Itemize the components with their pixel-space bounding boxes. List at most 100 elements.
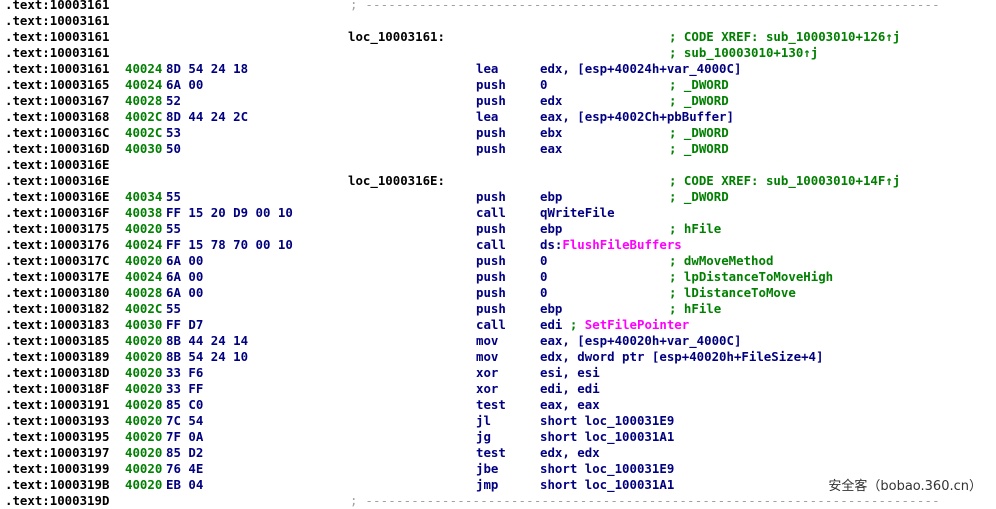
instruction-operands[interactable]: edi ; SetFilePointer [540, 317, 689, 333]
comment[interactable]: ; _DWORD [669, 141, 729, 156]
comment[interactable]: ; hFile [669, 221, 722, 236]
operand-text[interactable]: 0 [540, 285, 548, 300]
instruction-operands[interactable]: edi, edi [540, 381, 600, 397]
operand-text[interactable]: 0 [540, 77, 548, 92]
comment[interactable]: ; lDistanceToMove [669, 285, 796, 300]
instruction-operands[interactable]: 0 [540, 269, 547, 285]
instruction-mnemonic[interactable]: push [476, 77, 506, 92]
operand-text[interactable]: ebp [540, 301, 563, 316]
instruction-mnemonic[interactable]: call [476, 317, 506, 332]
operand-text[interactable]: edx, dword ptr [esp+40020h+FileSize+4] [540, 349, 824, 364]
instruction-operands[interactable]: ebx [540, 125, 562, 141]
listing-row[interactable]: .text:1000319D; ------------------------… [5, 493, 985, 509]
instruction-mnemonic[interactable]: jmp [476, 477, 499, 492]
instruction-mnemonic[interactable]: lea [476, 61, 499, 76]
instruction-mnemonic[interactable]: push [476, 269, 506, 284]
instruction-mnemonic[interactable]: jg [476, 429, 491, 444]
instruction-mnemonic[interactable]: push [476, 253, 506, 268]
instruction-mnemonic[interactable]: xor [476, 381, 499, 396]
listing-row[interactable]: .text:10003161 [5, 13, 985, 29]
listing-row[interactable]: .text:1000316E [5, 157, 985, 173]
comment[interactable]: ; _DWORD [669, 93, 729, 108]
operand-text[interactable]: short loc_100031E9 [540, 413, 675, 428]
instruction-mnemonic[interactable]: push [476, 125, 506, 140]
instruction-mnemonic[interactable]: jl [476, 413, 491, 428]
operand-text[interactable]: edi [540, 317, 563, 332]
operand-text[interactable]: short loc_100031A1 [540, 477, 675, 492]
comment[interactable]: ; hFile [669, 301, 722, 316]
comment[interactable]: ; _DWORD [669, 189, 729, 204]
instruction-mnemonic[interactable]: lea [476, 109, 499, 124]
operand-text[interactable]: edx [540, 93, 563, 108]
operand-text[interactable]: eax [540, 141, 563, 156]
instruction-operands[interactable]: qWriteFile [540, 205, 615, 221]
comment[interactable]: ; CODE XREF: sub_10003010+14F↑j [669, 173, 901, 188]
operand-text[interactable]: 0 [540, 269, 548, 284]
comment[interactable]: ; _DWORD [669, 77, 729, 92]
operand-text[interactable]: eax, [esp+4002Ch+pbBuffer] [540, 109, 734, 124]
operand-text[interactable]: short loc_100031A1 [540, 429, 675, 444]
api-function-name[interactable]: SetFilePointer [584, 317, 690, 332]
operand-text[interactable]: short loc_100031E9 [540, 461, 675, 476]
comment[interactable]: ; CODE XREF: sub_10003010+126↑j [669, 29, 901, 44]
instruction-mnemonic[interactable]: call [476, 205, 506, 220]
instruction-mnemonic[interactable]: test [476, 445, 506, 460]
instruction-operands[interactable]: eax, [esp+40020h+var_4000C] [540, 333, 741, 349]
listing-row[interactable]: .text:10003161; ------------------------… [5, 0, 985, 13]
instruction-mnemonic[interactable]: push [476, 93, 506, 108]
operand-text[interactable]: ebp [540, 189, 563, 204]
instruction-operands[interactable]: eax [540, 141, 562, 157]
instruction-operands[interactable]: ebp [540, 301, 562, 317]
instruction-mnemonic[interactable]: call [476, 237, 506, 252]
instruction-mnemonic[interactable]: jbe [476, 461, 499, 476]
instruction-operands[interactable]: 0 [540, 77, 547, 93]
operand-text[interactable]: qWriteFile [540, 205, 615, 220]
listing-row[interactable]: .text:10003161; sub_10003010+130↑j [5, 45, 985, 61]
operand-text[interactable]: eax, [esp+40020h+var_4000C] [540, 333, 742, 348]
instruction-operands[interactable]: ds:FlushFileBuffers [540, 237, 682, 253]
instruction-mnemonic[interactable]: push [476, 189, 506, 204]
api-function-name[interactable]: FlushFileBuffers [562, 237, 682, 252]
operand-text[interactable]: 0 [540, 253, 548, 268]
operand-text[interactable]: edx, edx [540, 445, 600, 460]
operand-text[interactable]: edi, edi [540, 381, 600, 396]
operand-text[interactable]: esi, esi [540, 365, 600, 380]
instruction-operands[interactable]: 0 [540, 285, 547, 301]
comment[interactable]: ; _DWORD [669, 125, 729, 140]
instruction-mnemonic[interactable]: xor [476, 365, 499, 380]
instruction-operands[interactable]: short loc_100031A1 [540, 477, 674, 493]
instruction-operands[interactable]: esi, esi [540, 365, 600, 381]
instruction-operands[interactable]: edx [540, 93, 562, 109]
instruction-operands[interactable]: eax, [esp+4002Ch+pbBuffer] [540, 109, 734, 125]
code-label[interactable]: loc_1000316E: [348, 173, 445, 188]
operand-text[interactable]: eax, eax [540, 397, 600, 412]
instruction-mnemonic[interactable]: test [476, 397, 506, 412]
instruction-operands[interactable]: ebp [540, 221, 562, 237]
instruction-mnemonic[interactable]: mov [476, 349, 499, 364]
operand-text[interactable]: ebx [540, 125, 563, 140]
comment[interactable]: ; lpDistanceToMoveHigh [669, 269, 834, 284]
instruction-operands[interactable]: short loc_100031E9 [540, 461, 674, 477]
instruction-operands[interactable]: ebp [540, 189, 562, 205]
instruction-operands[interactable]: edx, [esp+40024h+var_4000C] [540, 61, 741, 77]
